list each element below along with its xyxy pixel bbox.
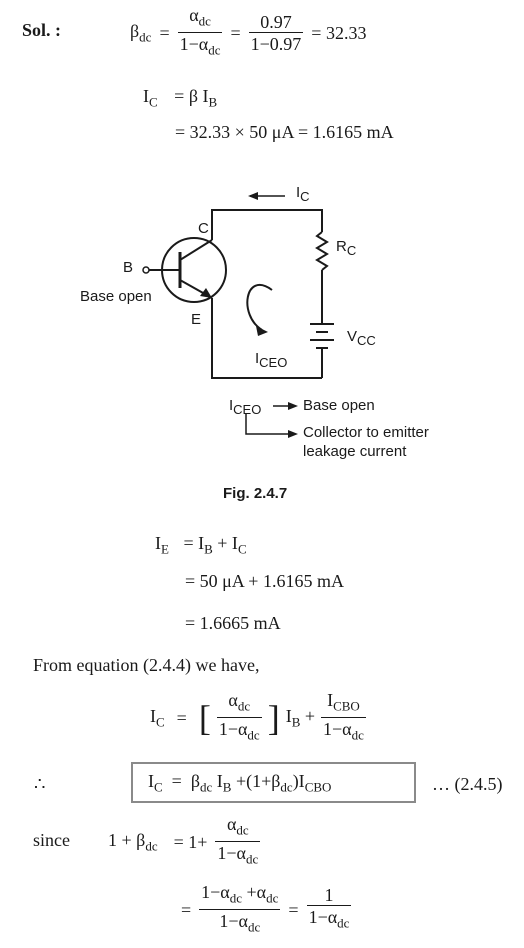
eq244-equals: = xyxy=(176,707,187,728)
iceo-label: ICEO xyxy=(255,350,288,370)
line2-num: 1−αdc +αdc xyxy=(199,882,281,910)
since-lhs: 1 + βdc xyxy=(108,829,158,854)
eq244-num: αdc xyxy=(216,690,262,718)
ic-arrow-icon xyxy=(248,192,258,200)
beta-equation: βdc = αdc 1−αdc = 0.97 1−0.97 = 32.33 xyxy=(130,5,367,61)
eq244-cbo-num: ICBO xyxy=(321,690,366,718)
since-line-2: = 1−αdc +αdc 1−αdc = 1 1−αdc xyxy=(181,882,352,938)
legend-collector-line1: Collector to emitter xyxy=(303,424,429,441)
circuit-figure xyxy=(142,192,334,438)
base-terminal xyxy=(142,266,150,274)
since-equation: 1 + βdc = 1+ αdc 1−αdc xyxy=(108,814,261,870)
legend-base-open: Base open xyxy=(303,397,375,414)
eq245-number: … (2.4.5) xyxy=(432,774,503,794)
ic-equation: IC = β IB xyxy=(143,84,218,110)
vcc-label: VCC xyxy=(347,328,376,348)
ie-line-2: = 50 μA + 1.6165 mA xyxy=(185,571,344,591)
since-den: 1−αdc xyxy=(217,842,259,867)
eq244-cbo-fraction: ICBO 1−αdc xyxy=(321,690,366,746)
ic-lhs: IC xyxy=(143,86,158,110)
eq244-cbo-den: 1−αdc xyxy=(323,718,364,743)
line2-den2: 1−αdc xyxy=(308,907,350,931)
legend-arrow-icon-1 xyxy=(288,402,298,410)
figure-caption: Fig. 2.4.7 xyxy=(223,485,288,502)
right-bracket: ] xyxy=(267,698,280,738)
b-label: B xyxy=(123,259,134,276)
since-label: since xyxy=(33,830,70,850)
ie-lhs: IE xyxy=(155,533,169,557)
eq244-ib: IB + xyxy=(285,705,316,730)
legend-collector-line2: leakage current xyxy=(303,443,407,460)
line2-den: 1−αdc xyxy=(219,910,261,935)
beta-result: = 32.33 xyxy=(311,22,367,43)
line2-num2: 1 xyxy=(306,885,352,907)
eq244-den: 1−αdc xyxy=(218,718,260,743)
resistor-rc xyxy=(315,231,329,271)
ic-label: IC xyxy=(296,184,310,204)
value-denominator: 1−0.97 xyxy=(250,33,302,54)
from-equation-text: From equation (2.4.4) we have, xyxy=(33,655,260,675)
base-open-label: Base open xyxy=(80,288,152,305)
equals-sign: = xyxy=(159,22,170,43)
loop-arrow-icon xyxy=(256,326,268,336)
rc-label: RC xyxy=(336,238,357,258)
eq245-box xyxy=(131,762,416,803)
alpha-fraction: αdc 1−αdc xyxy=(177,5,223,61)
emitter-wire xyxy=(211,298,322,379)
alpha-denominator: 1−αdc xyxy=(179,33,221,58)
eq244-alpha-fraction: αdc 1−αdc xyxy=(216,690,262,746)
beta-lhs: βdc xyxy=(130,20,152,45)
c-label: C xyxy=(198,220,209,237)
sol-label: Sol. : xyxy=(22,20,62,40)
legend-iceo: ICEO xyxy=(229,397,262,417)
eq244-lhs: IC xyxy=(150,705,165,730)
ie-rhs1: = IB + IC xyxy=(183,533,247,557)
ic-rhs: = β IB xyxy=(174,86,218,110)
line2-fraction-2: 1 1−αdc xyxy=(306,885,352,935)
legend-bracket xyxy=(245,414,292,435)
line2-fraction-1: 1−αdc +αdc 1−αdc xyxy=(199,882,281,938)
legend-arrow-icon-2 xyxy=(288,430,298,438)
collector-lead xyxy=(179,239,213,261)
since-rhs-prefix: = 1+ xyxy=(173,831,208,852)
e-label: E xyxy=(191,311,202,328)
value-fraction: 0.97 1−0.97 xyxy=(248,12,304,55)
line2-equals: = xyxy=(181,899,192,920)
line2-equals-2: = xyxy=(288,899,299,920)
eq245-content: IC = βdc IB +(1+βdc)ICBO xyxy=(148,771,332,795)
ie-line-1: IE = IB + IC xyxy=(155,531,247,557)
since-num: αdc xyxy=(215,814,261,842)
emitter-arrow-icon xyxy=(200,288,212,298)
therefore-sign: ∴ xyxy=(34,774,46,794)
ie-line-3: = 1.6665 mA xyxy=(185,613,281,633)
value-numerator: 0.97 xyxy=(248,12,304,33)
left-bracket: [ xyxy=(198,698,211,738)
collector-wire xyxy=(211,209,323,240)
eq-244: IC = [ αdc 1−αdc ] IB + ICBO 1−αdc xyxy=(150,690,366,746)
iceo-loop-arc xyxy=(246,283,273,331)
since-fraction: αdc 1−αdc xyxy=(215,814,261,870)
equals-sign-2: = xyxy=(230,22,241,43)
ic-value: = 32.33 × 50 μA = 1.6165 mA xyxy=(175,122,394,142)
alpha-numerator: αdc xyxy=(177,5,223,33)
